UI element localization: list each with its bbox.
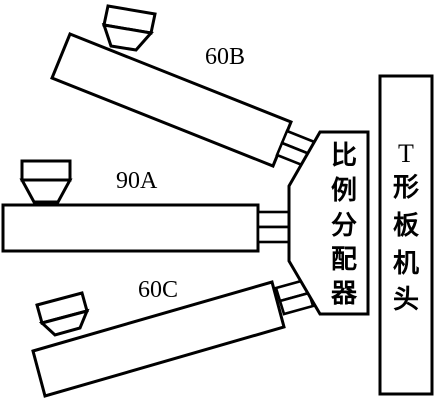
distributor-char-5: 器 [330,279,358,309]
extruder-60c [31,278,315,398]
distributor-char-1: 比 [331,141,357,171]
hopper-60c [35,291,90,337]
connector-90a [256,210,292,244]
t-die-char-5: 头 [393,285,419,315]
hopper-60b [101,4,157,52]
barrel-60c [31,280,286,398]
distributor-char-3: 分 [331,211,357,241]
t-die-text: T 形 板 机 头 [393,139,419,315]
extruder-60b [50,4,319,169]
distributor-char-4: 配 [331,245,357,275]
ratio-distributor [287,130,370,316]
label-60c: 60C [138,277,178,303]
t-die [378,74,434,396]
label-90a: 90A [116,168,158,194]
t-die-char-4: 机 [393,249,419,279]
hopper-90a [19,159,73,204]
barrel-90a [1,203,260,253]
distributor-text: 比 例 分 配 器 [330,141,358,309]
label-60b: 60B [205,44,245,70]
t-die-char-2: 形 [393,173,419,203]
t-die-char-3: 板 [393,211,419,241]
t-die-char-1: T [398,139,414,168]
extruder-90a [1,159,292,253]
barrel-60b [50,32,293,168]
distributor-char-2: 例 [331,176,357,206]
